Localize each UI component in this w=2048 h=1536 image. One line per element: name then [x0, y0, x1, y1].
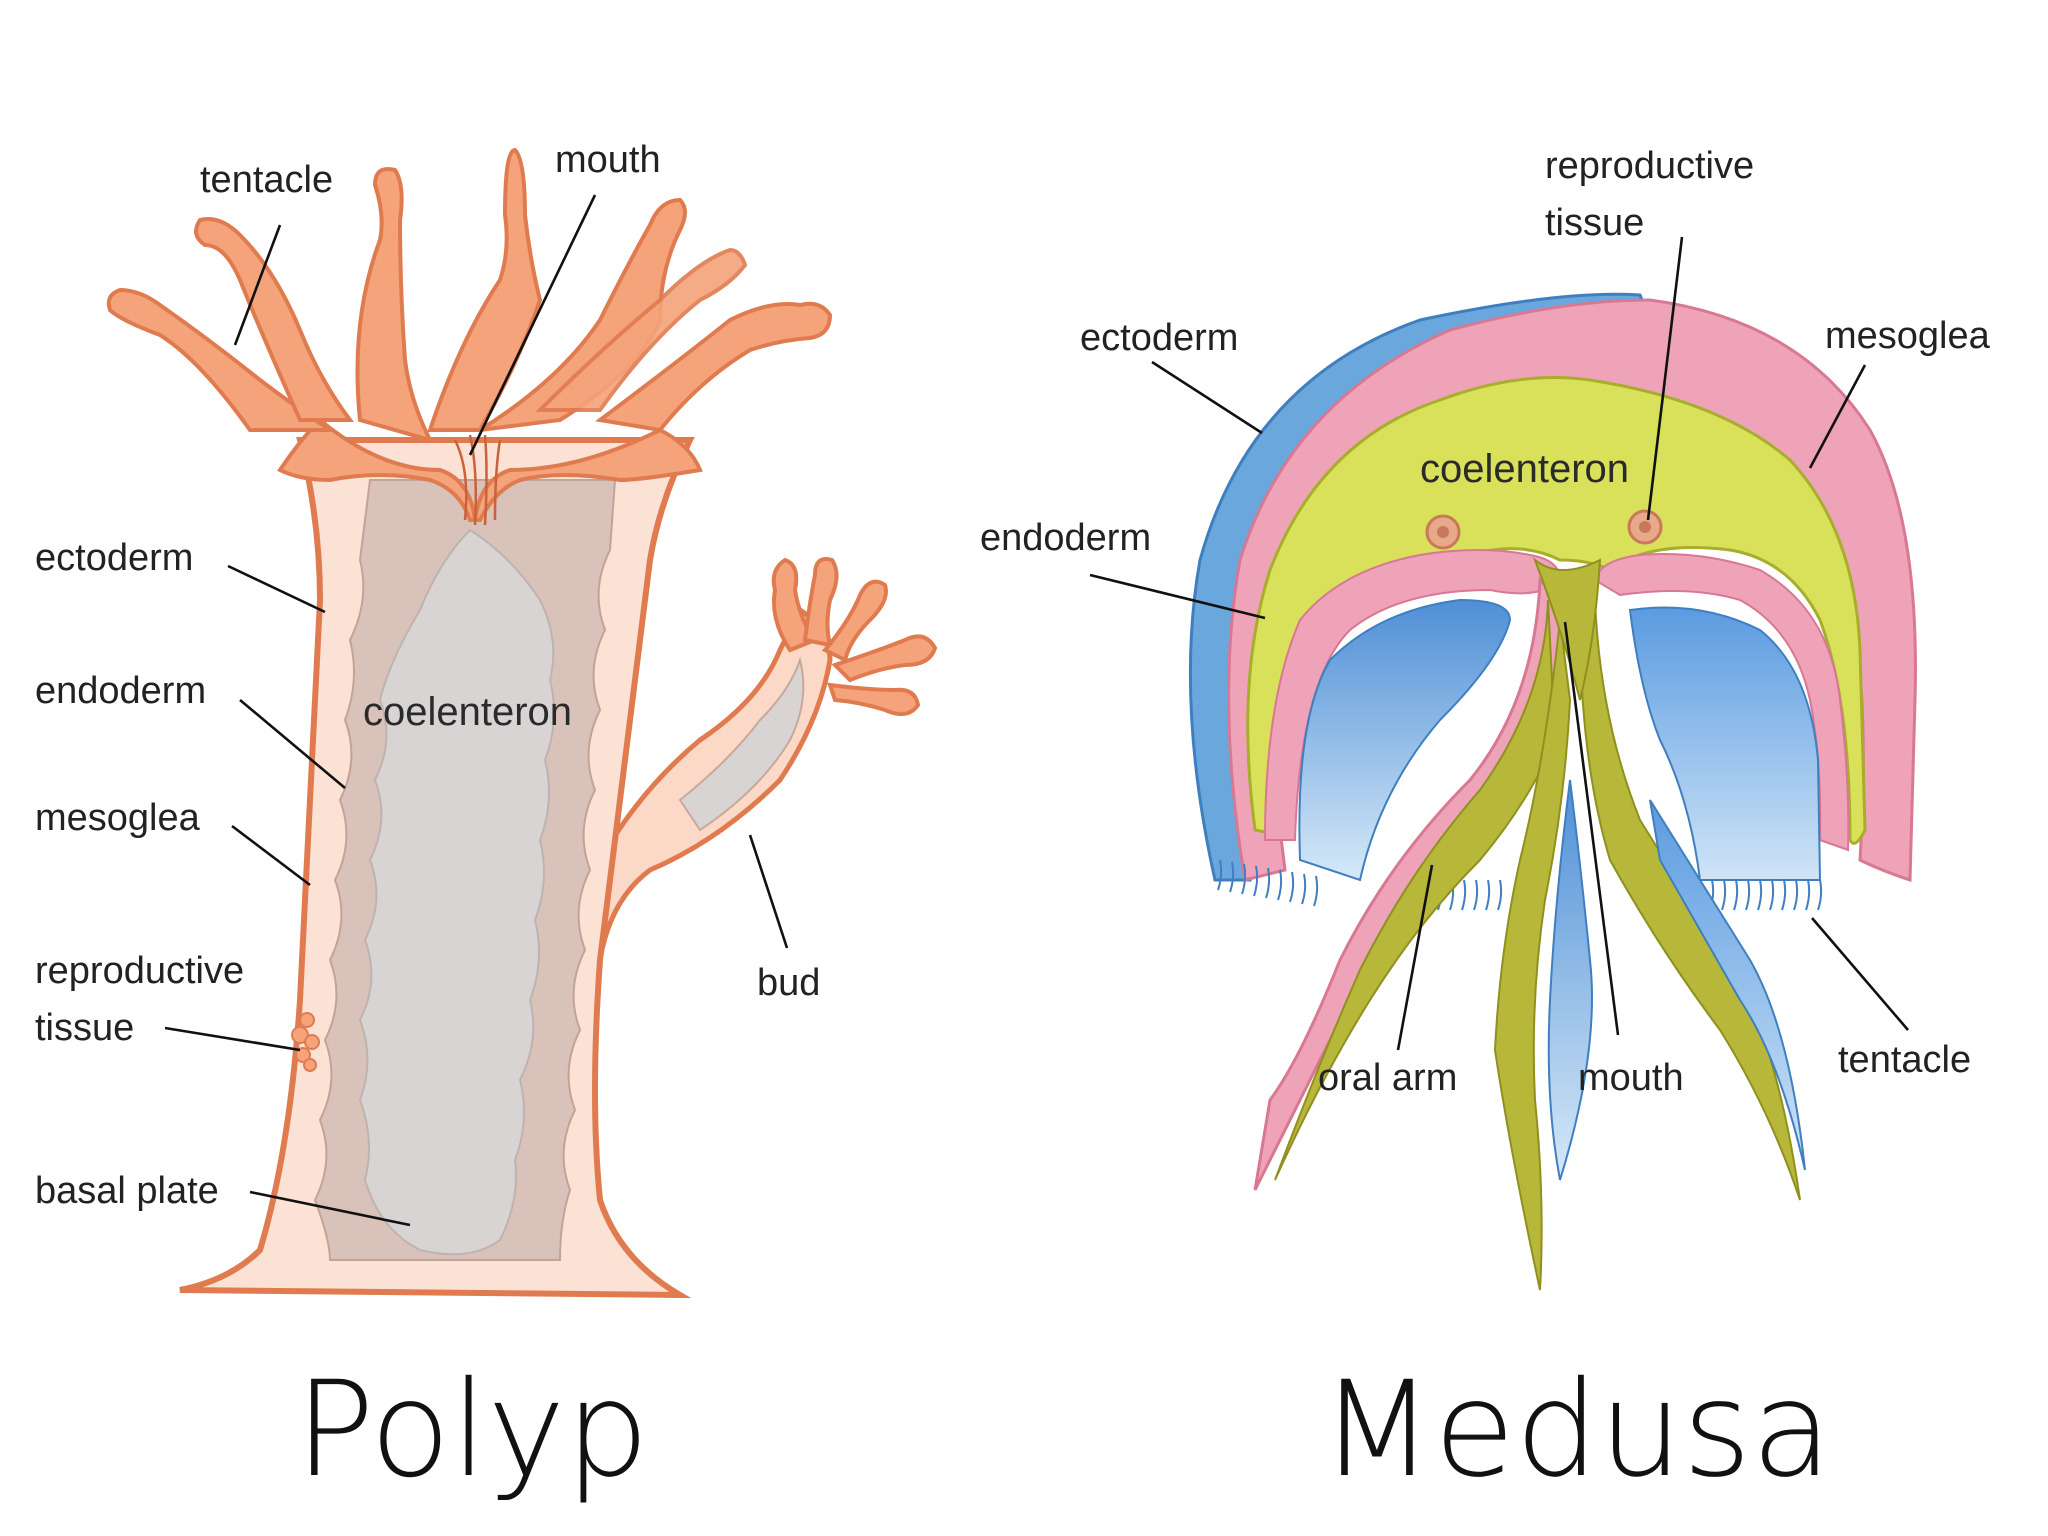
medusa-fringe-tentacles [1217, 859, 1823, 911]
medusa-oral-arm-center-left [1493, 619, 1572, 1291]
medusa-oral-arm-right-blue [1649, 799, 1806, 1171]
medusa-endoderm [1263, 549, 1562, 841]
medusa-label-reproductive-2: tissue [1545, 202, 1644, 244]
polyp-label-bud: bud [757, 962, 820, 1004]
medusa-label-mouth: mouth [1578, 1057, 1684, 1099]
medusa-label-oral-arm: oral arm [1318, 1057, 1457, 1099]
medusa-endoderm-right [1593, 553, 1850, 852]
polyp-label-ectoderm: ectoderm [35, 537, 193, 579]
polyp-reproductive-tissue [291, 1012, 320, 1072]
polyp-label-coelenteron: coelenteron [363, 690, 572, 734]
medusa-label-endoderm: endoderm [980, 517, 1151, 559]
medusa-illustration [1188, 292, 1917, 1291]
polyp-label-tentacle: tentacle [200, 159, 333, 201]
polyp-leader-lines [164, 194, 789, 1227]
medusa-label-tentacle: tentacle [1838, 1039, 1971, 1081]
medusa-oral-arm-left-inner [1274, 599, 1557, 1181]
polyp-label-mesoglea: mesoglea [35, 797, 201, 839]
polyp-label-reproductive-1: reproductive [35, 950, 244, 992]
polyp-bud-tentacles [771, 557, 938, 716]
polyp-label-reproductive-2: tissue [35, 1007, 134, 1049]
medusa-title: Medusa [1320, 1353, 1832, 1507]
medusa-label-coelenteron: coelenteron [1420, 447, 1629, 491]
polyp-label-mouth: mouth [555, 139, 661, 181]
medusa-oral-arms [1253, 556, 1806, 1291]
polyp-labels: tentacle mouth ectoderm endoderm coelent… [35, 139, 820, 1212]
medusa-label-ectoderm: ectoderm [1080, 317, 1238, 359]
medusa-manubrium [1532, 556, 1602, 701]
polyp-label-endoderm: endoderm [35, 670, 206, 712]
polyp-bud-coelenteron [678, 656, 805, 832]
medusa-label-reproductive-1: reproductive [1545, 145, 1754, 187]
polyp-illustration [106, 147, 938, 1299]
medusa-oral-arm-center-blue [1547, 779, 1593, 1181]
polyp-label-basal-plate: basal plate [35, 1170, 219, 1212]
medusa-labels: reproductive tissue ectoderm mesoglea co… [980, 145, 1991, 1099]
medusa-leader-lines [1089, 236, 1909, 1051]
medusa-label-mesoglea: mesoglea [1825, 315, 1991, 357]
polyp-mouth-folds [453, 434, 502, 526]
polyp-title: Polyp [295, 1353, 649, 1507]
polyp-coelenteron [358, 528, 555, 1256]
polyp-tentacles [106, 147, 833, 444]
medusa-reproductive-tissue [1425, 509, 1663, 550]
medusa-subumbrella-left [1298, 598, 1512, 882]
